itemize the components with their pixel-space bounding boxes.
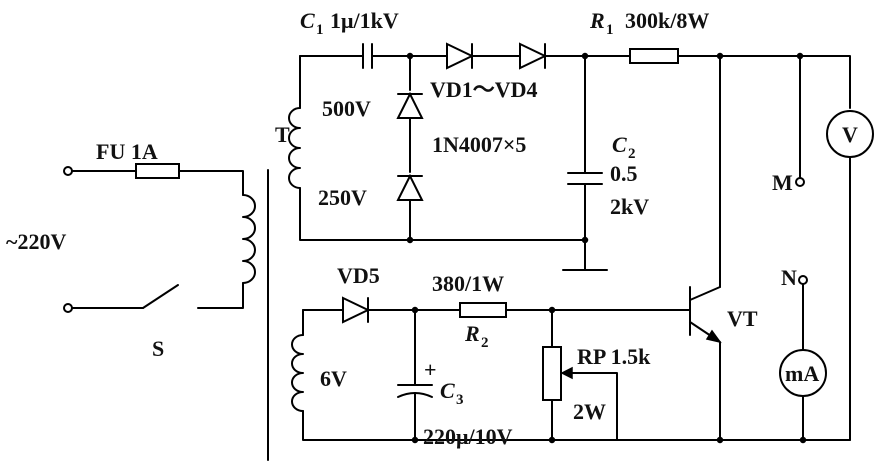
label-r1-sub: 1 — [606, 22, 614, 38]
primary-coil — [242, 194, 256, 284]
transistor-vt-emitter-arrow — [705, 329, 722, 344]
label-c1-sub: 1 — [316, 22, 324, 38]
hv-secondary — [288, 42, 874, 441]
label-c3-value: 220μ/10V — [423, 424, 513, 449]
label-c1-symbol: C — [300, 8, 315, 33]
diode-vd5 — [342, 296, 371, 324]
label-vd-range: VD1～VD4 — [430, 77, 538, 102]
label-tap-250v: 250V — [318, 185, 367, 210]
label-terminal-n: N — [781, 265, 797, 290]
label-transformer: T — [275, 122, 290, 147]
label-rp: RP 1.5k — [577, 344, 651, 369]
potentiometer-wiper — [560, 366, 573, 380]
diode-vd1 — [446, 42, 475, 70]
resistor-r1 — [629, 48, 679, 64]
label-r2-symbol: R — [464, 321, 480, 346]
input-terminal-bottom — [63, 303, 73, 313]
label-r2-sub: 2 — [481, 335, 489, 351]
label-tap-6v: 6V — [320, 366, 347, 391]
label-c3-plus: + — [424, 357, 437, 382]
terminal-m — [795, 177, 805, 187]
label-c3-sub: 3 — [456, 392, 464, 408]
label-r1-symbol: R — [589, 8, 605, 33]
terminal-n — [798, 275, 808, 285]
label-transistor: VT — [727, 306, 758, 331]
label-r1-value: 300k/8W — [625, 8, 709, 33]
lv-secondary — [291, 286, 851, 444]
resistor-r2 — [459, 302, 507, 318]
lv-coil — [291, 334, 304, 412]
hv-coil — [288, 107, 301, 189]
label-milliammeter: mA — [785, 361, 819, 386]
label-c3-symbol: C — [440, 378, 455, 403]
label-rp-power: 2W — [573, 399, 606, 424]
label-r2-value: 380/1W — [432, 271, 504, 296]
diode-vd2 — [519, 42, 548, 70]
label-c2-symbol: C — [612, 132, 627, 157]
switch-s — [142, 284, 179, 309]
label-ac-input: ~220V — [6, 229, 66, 254]
input-terminal-top — [63, 166, 73, 176]
label-vd5: VD5 — [337, 263, 380, 288]
label-c2-value-1: 0.5 — [610, 161, 638, 186]
diode-vd4 — [396, 173, 424, 201]
label-c2-value-2: 2kV — [610, 194, 649, 219]
label-c2-sub: 2 — [628, 146, 636, 162]
potentiometer-rp — [542, 346, 562, 401]
labels: C 1 1μ/1kV R 1 300k/8W T 500V 250V VD1～V… — [6, 8, 858, 449]
label-voltmeter: V — [842, 122, 858, 147]
fuse — [135, 163, 180, 179]
mains-input — [63, 163, 269, 461]
label-terminal-m: M — [772, 170, 793, 195]
label-c1-value: 1μ/1kV — [330, 8, 399, 33]
label-tap-500v: 500V — [322, 96, 371, 121]
label-switch: S — [152, 336, 164, 361]
label-vd-part: 1N4007×5 — [432, 132, 526, 157]
label-fuse: FU 1A — [96, 139, 158, 164]
diode-vd3 — [396, 91, 424, 119]
